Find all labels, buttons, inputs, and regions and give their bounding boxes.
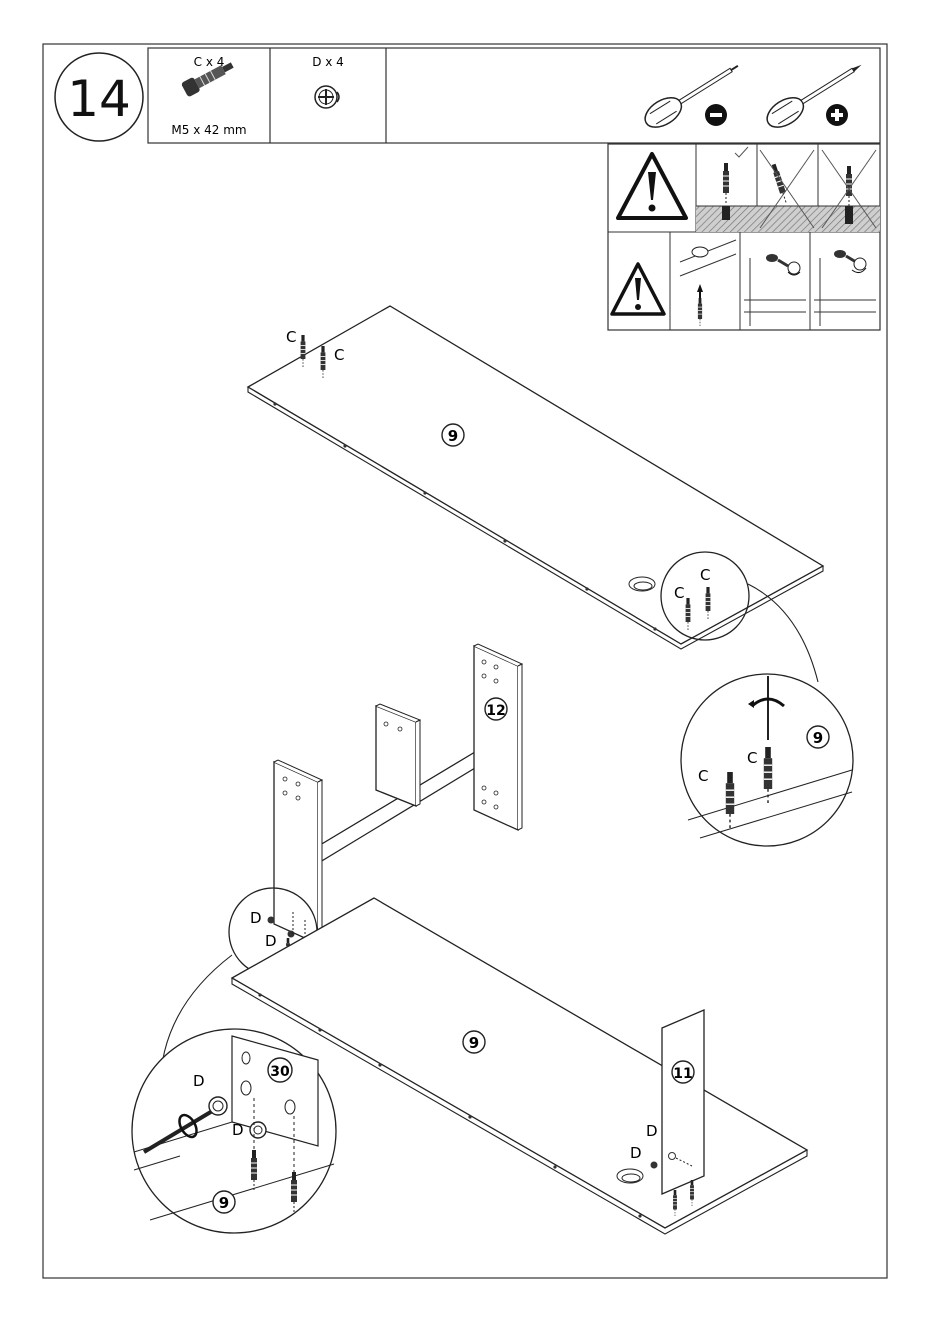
nut-label-d: D [265,932,277,950]
panel-number-9: 9 [448,427,458,445]
nut-label-d: D [630,1144,642,1162]
nut-label-d: D [250,909,262,927]
panel-number-9: 9 [813,729,823,747]
panel-number-30: 30 [270,1064,290,1080]
detail-nut-installation: 30 D D 9 [132,1029,336,1233]
panel-number-11: 11 [673,1066,692,1082]
panel-number-9: 9 [469,1034,479,1052]
cam-lock-nut-icon [315,86,339,108]
bolt-label-c: C [674,584,684,602]
nut-label-d: D [232,1121,244,1139]
bolt-label-c: C [286,328,296,346]
nut-label-d: D [646,1122,658,1140]
part-d-qty: D x 4 [312,55,344,69]
cam-lock-nut-icon [250,1122,266,1138]
cam-lock-nut-icon [651,1162,658,1169]
step-number: 14 [67,70,131,128]
warning-panel [608,144,880,330]
bolt-label-c: C [700,566,710,584]
part-c-spec: M5 x 42 mm [171,123,246,137]
bolt-label-c: C [747,749,757,767]
parts-box [148,48,880,143]
flathead-screwdriver-icon [640,56,744,134]
bolt-label-c: C [334,346,344,364]
nut-label-d: D [193,1072,205,1090]
header-bar: 14 C x 4 M5 x 42 mm D x 4 [55,48,880,143]
cam-lock-nut-icon [268,917,275,924]
phillips-screwdriver-icon [762,55,868,134]
part-c: C x 4 M5 x 42 mm [171,55,246,137]
bolt-label-c: C [698,767,708,785]
detail-bolt-installation: C C 9 [681,674,853,846]
cam-lock-nut-icon [669,1153,676,1160]
part-d: D x 4 [312,55,344,108]
panel-number-9: 9 [219,1194,229,1212]
cam-lock-nut-icon [209,1097,227,1115]
top-panel: C C 9 C C [248,306,823,682]
panel-number-12: 12 [486,703,505,719]
